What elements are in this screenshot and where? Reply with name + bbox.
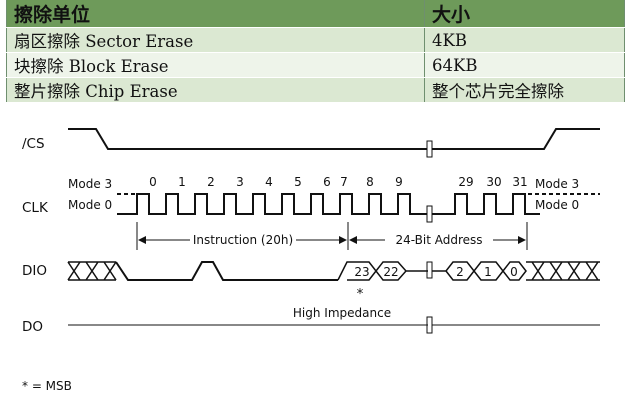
dio-bit-label: 0	[510, 265, 518, 279]
header-erase-unit: 擦除单位	[6, 0, 425, 28]
clk-number: 7	[340, 175, 348, 189]
header-size: 大小	[424, 0, 625, 28]
signal-label-clk: CLK	[22, 200, 49, 216]
address-label: 24-Bit Address	[395, 233, 482, 247]
time-break-cs	[426, 140, 433, 158]
clk-number: 0	[149, 175, 157, 189]
signal-label-do: DO	[22, 319, 43, 335]
signal-label-cs: /CS	[22, 136, 45, 152]
clk-number: 30	[486, 175, 501, 189]
clk-number: 2	[207, 175, 215, 189]
cs-waveform	[68, 128, 600, 150]
clk-number: 9	[395, 175, 403, 189]
clk-number: 31	[512, 175, 527, 189]
dio-bit-bubbles-left	[337, 261, 428, 281]
dio-dont-care-left	[67, 261, 117, 281]
cell-size: 64KB	[424, 52, 625, 78]
clk-mode3-left: Mode 3	[68, 177, 112, 191]
clk-number: 4	[265, 175, 273, 189]
msb-marker: *	[357, 286, 364, 302]
erase-unit-table: 擦除单位 大小 扇区擦除 Sector Erase 4KB 块擦除 Block …	[6, 0, 625, 103]
clk-number: 5	[294, 175, 302, 189]
cell-unit: 整片擦除 Chip Erase	[6, 77, 425, 103]
table-row: 扇区擦除 Sector Erase 4KB	[6, 27, 625, 53]
clk-number: 8	[366, 175, 374, 189]
dio-bit-label: 23	[354, 265, 369, 279]
clk-number: 6	[323, 175, 331, 189]
table-header-row: 擦除单位 大小	[6, 0, 625, 28]
clk-number: 3	[236, 175, 244, 189]
msb-footnote: * = MSB	[22, 379, 72, 393]
cell-size: 整个芯片完全擦除	[424, 77, 625, 103]
table-row: 块擦除 Block Erase 64KB	[6, 52, 625, 78]
cell-unit: 块擦除 Block Erase	[6, 52, 425, 78]
dio-instruction-waveform	[115, 261, 338, 281]
cell-unit: 扇区擦除 Sector Erase	[6, 27, 425, 53]
dio-bit-label: 2	[456, 265, 464, 279]
dio-bit-label: 1	[484, 265, 492, 279]
clk-waveform	[117, 193, 540, 215]
signal-label-dio: DIO	[22, 263, 47, 279]
clk-mode3-right: Mode 3	[535, 177, 579, 191]
dio-bit-label: 22	[383, 265, 398, 279]
dio-bit-bubbles-right	[432, 261, 527, 281]
clk-number: 29	[458, 175, 473, 189]
dio-dont-care-right	[526, 261, 600, 281]
clk-mode0-right: Mode 0	[535, 198, 579, 212]
time-break-dio	[426, 261, 433, 279]
table-row: 整片擦除 Chip Erase 整个芯片完全擦除	[6, 77, 625, 103]
cell-size: 4KB	[424, 27, 625, 53]
time-break-clk	[426, 205, 433, 223]
instruction-label: Instruction (20h)	[193, 233, 293, 247]
clk-number: 1	[178, 175, 186, 189]
clk-mode0-left: Mode 0	[68, 198, 112, 212]
do-high-impedance-label: High Impedance	[293, 306, 391, 320]
